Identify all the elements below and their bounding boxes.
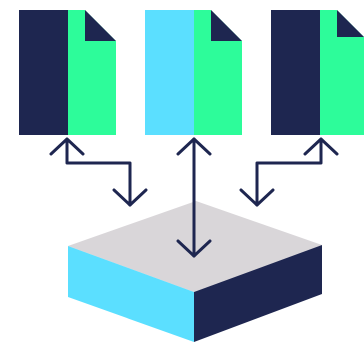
right-connection-arrow — [241, 139, 337, 205]
document-right — [271, 10, 364, 135]
document-middle — [145, 10, 242, 135]
document-right-dark-panel — [271, 10, 320, 135]
document-middle-cyan-panel — [145, 10, 194, 135]
left-connection-arrow — [51, 139, 146, 205]
document-middle-fold-icon — [211, 10, 242, 41]
document-left — [19, 10, 116, 135]
document-left-fold-icon — [85, 10, 116, 41]
document-right-fold-icon — [337, 10, 364, 37]
document-left-dark-panel — [19, 10, 68, 135]
